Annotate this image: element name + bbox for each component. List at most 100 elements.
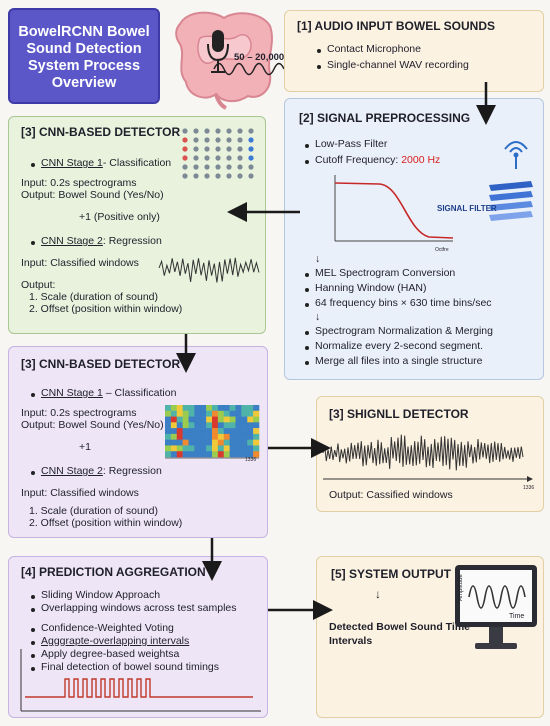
spectrogram-cell	[200, 422, 207, 429]
spectrogram-cell	[241, 405, 248, 412]
spectrogram-cell	[170, 422, 178, 429]
cnn2-input: Input: 0.2s spectrograms	[21, 407, 137, 419]
spectrogram-cell	[241, 416, 248, 423]
spectrogram-cell	[217, 439, 225, 446]
spectrogram-cell	[176, 439, 183, 446]
preprocessing-item-5: Spectrogram Normalization & Merging	[315, 325, 493, 337]
bullet	[31, 667, 35, 671]
spectrogram-cell	[212, 439, 219, 446]
spectrogram-cell	[206, 410, 213, 417]
spectrogram-cell	[253, 428, 260, 435]
signal-filter-label: SIGNAL FILTER	[437, 204, 497, 213]
spectrogram-cell	[235, 405, 242, 412]
preprocessing-item-6: Normalize every 2-second segment.	[315, 340, 484, 352]
aggregation-item-1: Sliding Window Approach	[41, 589, 161, 601]
spectrogram-cell	[182, 445, 189, 452]
network-node	[193, 155, 199, 161]
system-output-box: [5] SYSTEM OUTPUT ↓ Detected Bowel Sound…	[316, 556, 544, 718]
spectrogram-cell	[165, 416, 172, 423]
cnn1-stage2: CNN Stage 2: Regression	[41, 235, 162, 247]
audio-input-box: [1] AUDIO INPUT BOWEL SOUNDS Contact Mic…	[284, 10, 544, 92]
spectrogram-cell	[223, 439, 230, 446]
spectrogram-cell	[182, 439, 189, 446]
cnn2-plus: +1	[79, 441, 91, 453]
cutoff-frequency: Cutoff Frequency: 2000 Hz	[315, 154, 440, 166]
microphone-icon	[207, 30, 229, 73]
spectrogram-cell	[206, 439, 213, 446]
spectrogram-cell	[229, 405, 236, 412]
spectrogram-cell	[229, 428, 236, 435]
down-arrow-2: ↓	[315, 311, 321, 323]
aggregation-item-2: Overlapping windows across test samples	[41, 602, 237, 614]
cnn1-plus: +1 (Positive only)	[79, 211, 160, 223]
spectrogram-cell	[200, 451, 207, 458]
spectrogram-cell	[229, 433, 236, 440]
spectrogram-cell	[170, 445, 178, 452]
waveform-line	[322, 434, 524, 471]
spectrogram-cell	[170, 416, 178, 423]
spectrogram-heatmap	[165, 405, 260, 459]
network-node	[237, 146, 243, 152]
spectrogram-cell	[217, 422, 225, 429]
cutoff-label: Cutoff Frequency:	[315, 154, 402, 166]
network-node	[204, 128, 210, 134]
network-node	[182, 137, 188, 143]
network-node	[182, 155, 188, 161]
spectrogram-cell	[182, 416, 189, 423]
down-arrow-1: ↓	[315, 253, 321, 265]
spectrogram-cell	[176, 428, 183, 435]
spectrogram-cell	[200, 416, 207, 423]
network-node	[226, 164, 232, 170]
spectrogram-cell	[165, 445, 172, 452]
network-node	[237, 173, 243, 179]
network-node	[226, 146, 232, 152]
bullet	[305, 144, 309, 148]
cnn2-stage2: CNN Stage 2: Regression	[41, 465, 162, 477]
network-node	[193, 146, 199, 152]
spectrogram-cell	[247, 439, 254, 446]
cnn1-stage1-suffix: - Classification	[102, 157, 172, 169]
spectrogram-cell	[253, 410, 260, 417]
spectrogram-cell	[247, 410, 254, 417]
spectrogram-cell	[253, 439, 260, 446]
spectrogram-cell	[194, 428, 201, 435]
spectrogram-cell	[247, 405, 254, 412]
network-node	[226, 173, 232, 179]
audio-input-header: [1] AUDIO INPUT BOWEL SOUNDS	[297, 19, 496, 33]
spectrogram-cell	[217, 410, 225, 417]
spectrogram-cell	[212, 422, 219, 429]
network-node	[193, 128, 199, 134]
aggregation-item-3: Confidence-Weighted Voting	[41, 622, 174, 634]
spectrogram-cell	[200, 445, 207, 452]
spectrogram-cell	[247, 428, 254, 435]
cnn2-stage2-name: CNN Stage 2	[41, 465, 103, 477]
spectrogram-cell	[241, 410, 248, 417]
cnn-detector-2-header: [3] CNN-BASED DETECTOR	[21, 357, 181, 371]
spectrogram-cell	[182, 451, 189, 458]
bullet	[31, 393, 35, 397]
cnn1-stage1-name: CNN Stage 1	[41, 157, 103, 169]
cnn1-output-2: 2. Offset (position within window)	[29, 303, 183, 315]
network-node	[215, 137, 221, 143]
network-node	[193, 173, 199, 179]
spectrogram-cell	[223, 451, 230, 458]
network-node	[237, 164, 243, 170]
spectrogram-cell	[235, 416, 242, 423]
spectrogram-cell	[170, 433, 178, 440]
cnn2-stage1: CNN Stage 1 – Classification	[41, 387, 176, 399]
spectrogram-cell	[241, 439, 248, 446]
preprocessing-item-1: Low-Pass Filter	[315, 138, 388, 150]
system-output-header: [5] SYSTEM OUTPUT	[331, 567, 452, 581]
spectrogram-cell	[206, 416, 213, 423]
spectrogram-cell	[188, 422, 195, 429]
spectrogram-cell	[247, 433, 254, 440]
network-node	[204, 164, 210, 170]
spectrogram-cell	[212, 433, 219, 440]
bullet	[31, 595, 35, 599]
spectrogram-cell	[217, 405, 225, 412]
spectrogram-cell	[194, 433, 201, 440]
spectrogram-cell	[247, 451, 254, 458]
network-node	[204, 137, 210, 143]
spectrogram-cell	[200, 439, 207, 446]
spectrogram-cell	[206, 428, 213, 435]
